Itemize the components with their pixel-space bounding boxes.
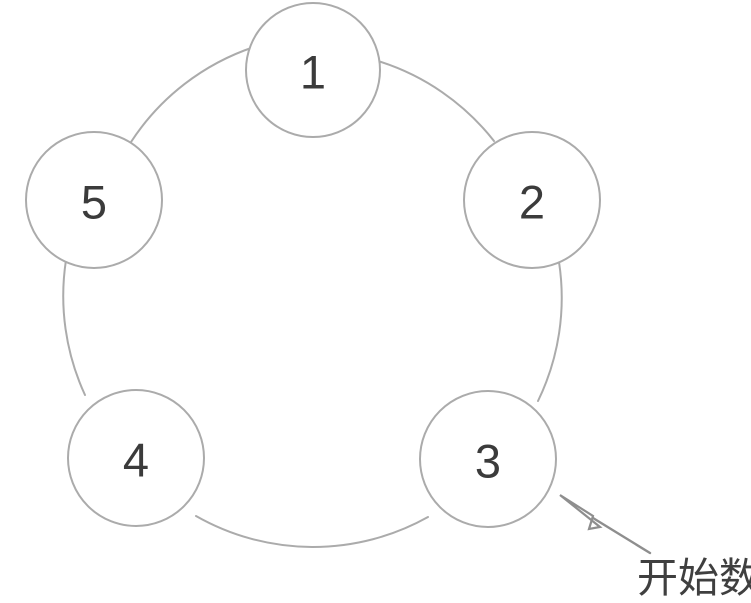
edge-3-to-4: [195, 515, 429, 548]
node-5[interactable]: 5: [25, 131, 163, 269]
edge-group: [62, 46, 563, 548]
node-2-label: 2: [519, 176, 545, 229]
annotation-arrow-shaft: [591, 516, 652, 555]
edge-1-to-2: [377, 60, 495, 142]
node-5-label: 5: [81, 176, 107, 229]
node-2[interactable]: 2: [463, 131, 601, 269]
node-group: 1 2 3 4 5: [25, 2, 601, 528]
node-1-circle[interactable]: [245, 2, 381, 138]
node-1-label: 1: [300, 46, 326, 99]
node-3[interactable]: 3: [419, 390, 557, 528]
node-5-circle[interactable]: [25, 131, 163, 269]
node-4[interactable]: 4: [67, 389, 205, 527]
node-4-circle[interactable]: [67, 389, 205, 527]
node-1[interactable]: 1: [245, 2, 381, 138]
edge-2-to-3: [537, 261, 563, 402]
node-3-label: 3: [475, 435, 501, 488]
annotation-arrow-head-icon: [559, 494, 603, 531]
annotation-label: 开始数: [637, 554, 751, 602]
node-2-circle[interactable]: [463, 131, 601, 269]
edge-4-to-5: [62, 259, 86, 396]
node-4-label: 4: [123, 434, 149, 487]
node-3-circle[interactable]: [419, 390, 557, 528]
edge-5-to-1: [130, 46, 255, 143]
start-annotation: 开始数: [559, 494, 751, 602]
